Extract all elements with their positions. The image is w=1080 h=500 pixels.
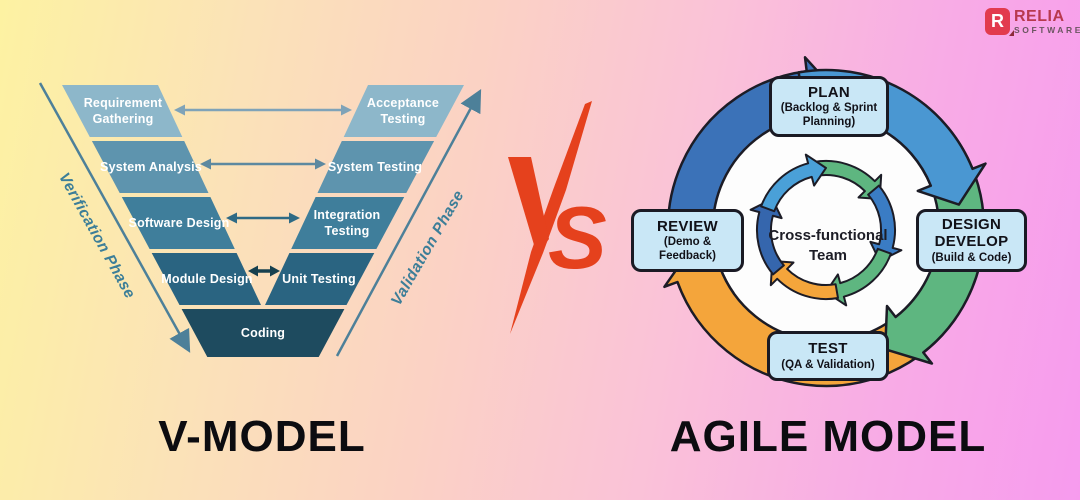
vs-graphic: S: [508, 101, 607, 334]
relia-logo: R RELIA SOFTWARE: [985, 8, 1080, 36]
agile-node-review: REVIEW (Demo & Feedback): [631, 209, 744, 272]
agile-node-review-title: REVIEW: [657, 218, 718, 236]
agile-node-test-subtitle: (QA & Validation): [781, 358, 875, 371]
vmodel-step-shape-module: [151, 253, 261, 305]
vmodel-step-unit-testing: Unit Testing: [282, 271, 356, 286]
relia-logo-notch-icon: [1009, 30, 1014, 36]
relia-brand-sub: SOFTWARE: [1014, 25, 1080, 35]
vmodel-step-shape-analysis: [91, 141, 209, 193]
agile-node-plan: PLAN (Backlog & Sprint Planning): [769, 76, 889, 137]
vmodel-step-software-design: Software Design: [128, 215, 230, 230]
vmodel-step-shape-design: [121, 197, 235, 249]
agile-node-plan-title: PLAN: [807, 84, 851, 102]
vmodel-step-integration-testing: Integration Testing: [313, 207, 381, 238]
vmodel-diagram: [38, 82, 482, 357]
vs-v-shape: [508, 157, 549, 255]
vmodel-step-shape-unittest: [265, 253, 375, 305]
agile-node-design-title: DESIGN DEVELOP: [934, 216, 1009, 251]
agile-inner-cycle-arrows: [749, 153, 903, 307]
vmodel-step-shape-integration: [291, 197, 405, 249]
relia-logo-icon: R: [985, 8, 1014, 36]
agile-node-test-title: TEST: [808, 340, 848, 358]
vmodel-title: V-MODEL: [158, 412, 366, 461]
vmodel-step-shape-systemtest: [317, 141, 435, 193]
vs-slash-shape: [510, 101, 592, 334]
vmodel-step-module-design: Module Design: [161, 271, 253, 286]
agile-title: AGILE MODEL: [669, 412, 987, 461]
agile-node-plan-subtitle: (Backlog & Sprint Planning): [780, 102, 878, 128]
vmodel-step-shape-coding: [181, 309, 345, 357]
vmodel-step-coding: Coding: [240, 325, 286, 340]
agile-node-design-develop: DESIGN DEVELOP (Build & Code): [916, 209, 1027, 272]
verification-axis-arrow: [38, 82, 191, 353]
validation-axis-arrow: [335, 89, 482, 357]
agile-node-test: TEST (QA & Validation): [767, 331, 889, 381]
vmodel-link-arrows: [174, 104, 352, 277]
agile-node-design-subtitle: (Build & Code): [931, 251, 1012, 264]
vmodel-step-shape-requirement: [62, 85, 183, 137]
vmodel-step-acceptance-testing: Acceptance Testing: [366, 95, 440, 126]
vs-s-glyph: S: [548, 188, 607, 287]
vmodel-step-requirement-gathering: Requirement Gathering: [83, 95, 163, 126]
agile-node-review-subtitle: (Demo & Feedback): [659, 236, 716, 262]
vmodel-step-system-testing: System Testing: [327, 159, 423, 174]
relia-brand-name: RELIA: [1014, 8, 1065, 25]
vmodel-step-shape-acceptance: [343, 85, 464, 137]
relia-logo-text: RELIA SOFTWARE: [1014, 8, 1080, 35]
agile-inner-circle: [710, 112, 942, 344]
vmodel-step-system-analysis: System Analysis: [100, 159, 202, 174]
agile-center-label: Cross-functional Team: [768, 227, 888, 264]
